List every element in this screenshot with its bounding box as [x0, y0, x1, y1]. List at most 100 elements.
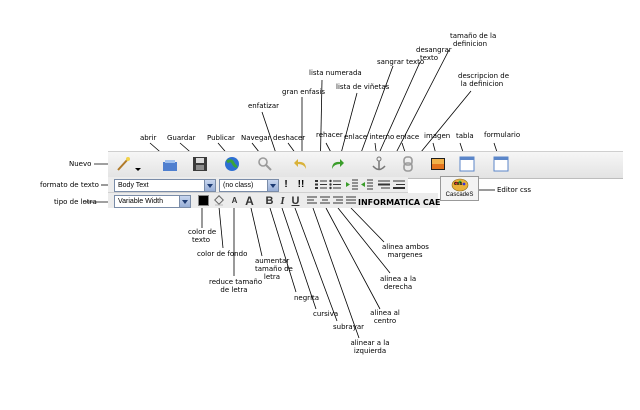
label-new: Nuevo — [69, 160, 92, 168]
definition-description-icon — [393, 180, 405, 189]
css-badge: css — [454, 181, 463, 187]
label-definition-term-line2: definicion — [452, 40, 488, 48]
label-undo: deshacer — [273, 134, 306, 142]
label-open: abrir — [140, 134, 157, 142]
font-smaller-button[interactable]: A — [228, 193, 241, 208]
wand-icon — [117, 157, 130, 171]
label-align-left-line2: izquierda — [353, 347, 387, 355]
label-underline: subrayar — [333, 323, 365, 331]
underline-glyph: U — [291, 194, 300, 207]
open-button[interactable] — [161, 155, 179, 173]
label-text-format: formato de texto — [40, 181, 99, 189]
redo-arrow-icon — [332, 159, 344, 169]
background-color-button[interactable] — [212, 193, 226, 207]
undo-button[interactable] — [292, 155, 310, 173]
browse-button[interactable] — [256, 155, 274, 173]
anchor-icon — [372, 156, 386, 171]
label-justify-line2: margenes — [387, 251, 423, 259]
emphasis-glyph: ! — [284, 178, 288, 190]
main-toolbar — [108, 151, 623, 179]
indent-button[interactable] — [345, 177, 359, 191]
label-publish: Publicar — [207, 134, 235, 142]
label-emphasis: enfatizar — [248, 102, 280, 110]
form-button[interactable] — [492, 155, 510, 173]
chevron-down-icon — [179, 196, 190, 207]
redo-button[interactable] — [328, 155, 346, 173]
label-form: formulario — [484, 131, 521, 139]
strong-emphasis-button[interactable]: !! — [294, 177, 308, 191]
table-button[interactable] — [458, 155, 476, 173]
emphasis-button[interactable]: ! — [280, 177, 292, 191]
css-editor-button[interactable]: css CascadeS — [440, 176, 479, 201]
label-font-larger-line3: letra — [263, 273, 281, 281]
label-justify-line1: alinea ambos — [382, 243, 429, 251]
new-dropdown-button[interactable] — [133, 160, 143, 178]
label-redo: rehacer — [316, 131, 343, 139]
label-strong-emphasis: gran enfasis — [282, 88, 326, 96]
label-background-color: color de fondo — [197, 250, 248, 258]
definition-description-button[interactable] — [392, 177, 406, 191]
underline-button[interactable]: U — [289, 193, 302, 208]
strong-glyph: !! — [297, 178, 305, 190]
font-family-select[interactable]: Variable Width — [114, 195, 191, 208]
label-bullet-list: lista de viñetas — [336, 83, 390, 91]
justify-icon[interactable] — [346, 196, 356, 205]
definition-term-icon — [378, 180, 390, 188]
align-center-icon[interactable] — [320, 196, 330, 205]
class-value: (no class) — [223, 182, 254, 189]
bullet-list-icon — [329, 179, 341, 189]
label-definition-description-line1: descripcion de — [458, 72, 509, 80]
open-folder-icon — [163, 160, 177, 171]
label-outdent-line2: texto — [419, 54, 439, 62]
outdent-button[interactable] — [360, 177, 374, 191]
table-icon — [459, 156, 475, 172]
label-align-center-line1: alinea al — [370, 309, 400, 317]
image-button[interactable] — [429, 155, 447, 173]
chevron-down-icon — [267, 180, 278, 191]
label-text-color-line2: texto — [191, 236, 211, 244]
numbered-list-button[interactable] — [314, 177, 328, 191]
bold-button[interactable]: B — [263, 193, 276, 208]
italic-button[interactable]: I — [276, 193, 289, 208]
align-left-icon[interactable] — [307, 196, 317, 205]
align-right-icon[interactable] — [333, 196, 343, 205]
chevron-down-icon — [135, 168, 141, 171]
undo-arrow-icon — [294, 159, 306, 169]
label-table: tabla — [456, 132, 474, 140]
bold-glyph: B — [265, 194, 274, 207]
publish-button[interactable] — [223, 155, 241, 173]
globe-icon — [225, 157, 239, 171]
brand-text: INFORMATICA CAE — [358, 198, 441, 207]
link-button[interactable] — [399, 155, 417, 173]
font-smaller-glyph: A — [231, 196, 238, 205]
label-image: imagen — [424, 132, 451, 140]
image-icon — [431, 158, 445, 170]
new-button[interactable] — [114, 155, 132, 173]
font-larger-button[interactable]: A — [243, 193, 256, 208]
definition-term-button[interactable] — [377, 177, 391, 191]
magnifier-icon — [258, 157, 272, 171]
font-family-value: Variable Width — [118, 198, 164, 205]
label-font-larger-line1: aumentar — [255, 257, 290, 265]
text-format-select[interactable]: Body Text — [114, 179, 216, 192]
save-button[interactable] — [191, 155, 209, 173]
class-select[interactable]: (no class) — [219, 179, 279, 192]
text-color-swatch — [199, 196, 208, 205]
label-save: Guardar — [167, 134, 196, 142]
text-color-button[interactable] — [198, 195, 209, 206]
bullet-list-button[interactable] — [328, 177, 342, 191]
label-numbered-list: lista numerada — [309, 69, 362, 77]
internal-link-button[interactable] — [370, 155, 388, 173]
label-font-larger-line2: tamaño de — [255, 265, 293, 273]
floppy-disk-icon — [193, 157, 207, 171]
chevron-down-icon — [204, 180, 215, 191]
